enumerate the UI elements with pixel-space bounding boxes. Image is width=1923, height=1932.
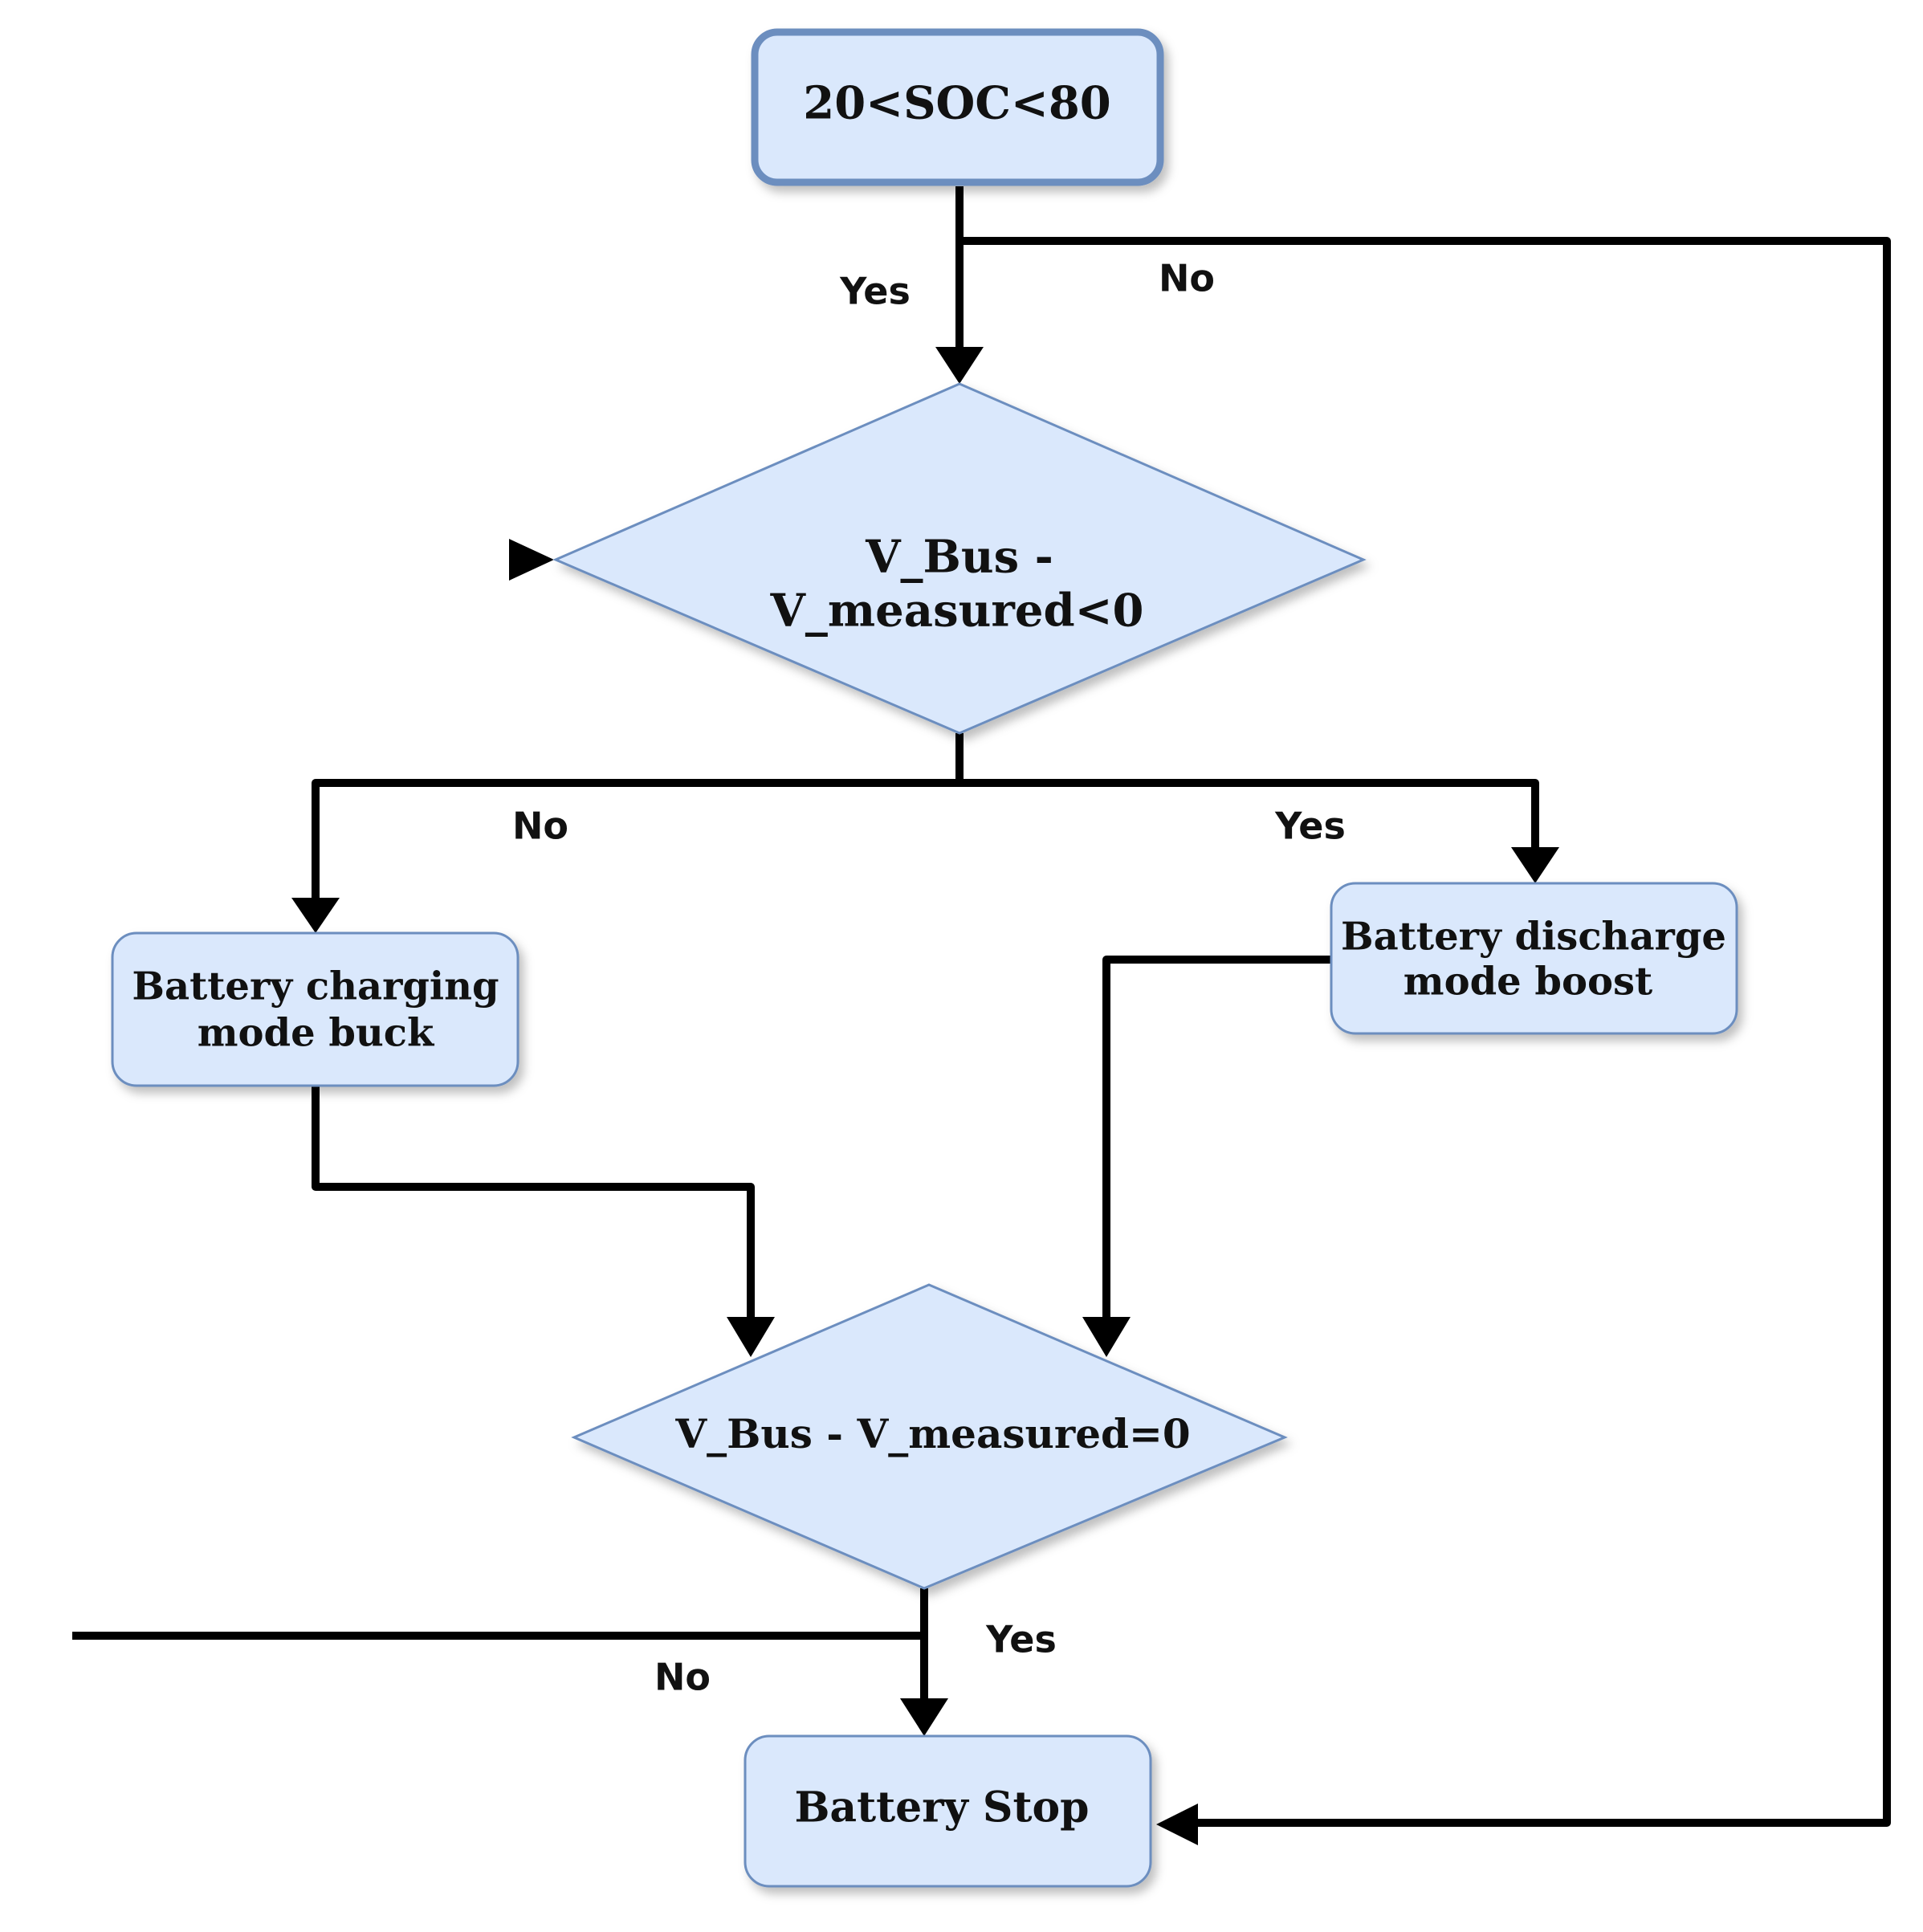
edge-soc-no-line — [959, 237, 1891, 1827]
arrowhead-down-icon — [935, 347, 984, 384]
node-charging-label-line-2: mode buck — [198, 1011, 435, 1056]
node-charging — [111, 931, 519, 1087]
node-stop-label: Battery Stop — [794, 1783, 1089, 1832]
node-discharge-label-line-2: mode boost — [1404, 960, 1652, 1005]
edge-vbus-lt-yes-line — [959, 779, 1539, 851]
node-discharge — [1330, 882, 1738, 1035]
edge-vbus-lt-no-line — [312, 779, 959, 903]
arrowhead-down-icon — [727, 1317, 775, 1357]
arrowhead-left-icon — [1156, 1804, 1198, 1845]
edge-label-vbus-eq-no: No — [654, 1656, 711, 1699]
node-discharge-label-line-1: Battery discharge — [1341, 915, 1726, 960]
edge-label-vbus-eq-yes: Yes — [985, 1618, 1057, 1661]
node-vbus-eq-label: V_Bus - V_measured=0 — [674, 1410, 1190, 1457]
arrowhead-down-icon — [1082, 1317, 1131, 1357]
node-charging-label-line-1: Battery charging — [132, 964, 499, 1009]
node-vbus-lt-decision — [552, 382, 1367, 735]
arrowhead-right-icon — [509, 539, 554, 581]
node-soc-check — [751, 28, 1164, 186]
edge-label-vbus-lt-no: No — [512, 805, 568, 848]
node-soc-check-label: 20<SOC<80 — [803, 77, 1111, 130]
arrowhead-down-icon — [900, 1698, 948, 1736]
node-vbus-lt-label-line-2: V_measured<0 — [769, 585, 1143, 638]
arrowhead-down-icon — [291, 898, 340, 933]
edge-charging-line — [312, 1086, 755, 1321]
node-vbus-lt-label-line-1: V_Bus - — [865, 531, 1053, 584]
edge-label-soc-no: No — [1159, 257, 1215, 300]
arrowhead-down-icon — [1511, 847, 1559, 883]
edge-label-vbus-lt-yes: Yes — [1274, 805, 1346, 848]
edge-discharge-line — [1102, 956, 1331, 1321]
node-vbus-eq-decision — [571, 1283, 1288, 1590]
node-stop — [744, 1734, 1152, 1888]
edge-label-soc-yes: Yes — [839, 270, 911, 313]
